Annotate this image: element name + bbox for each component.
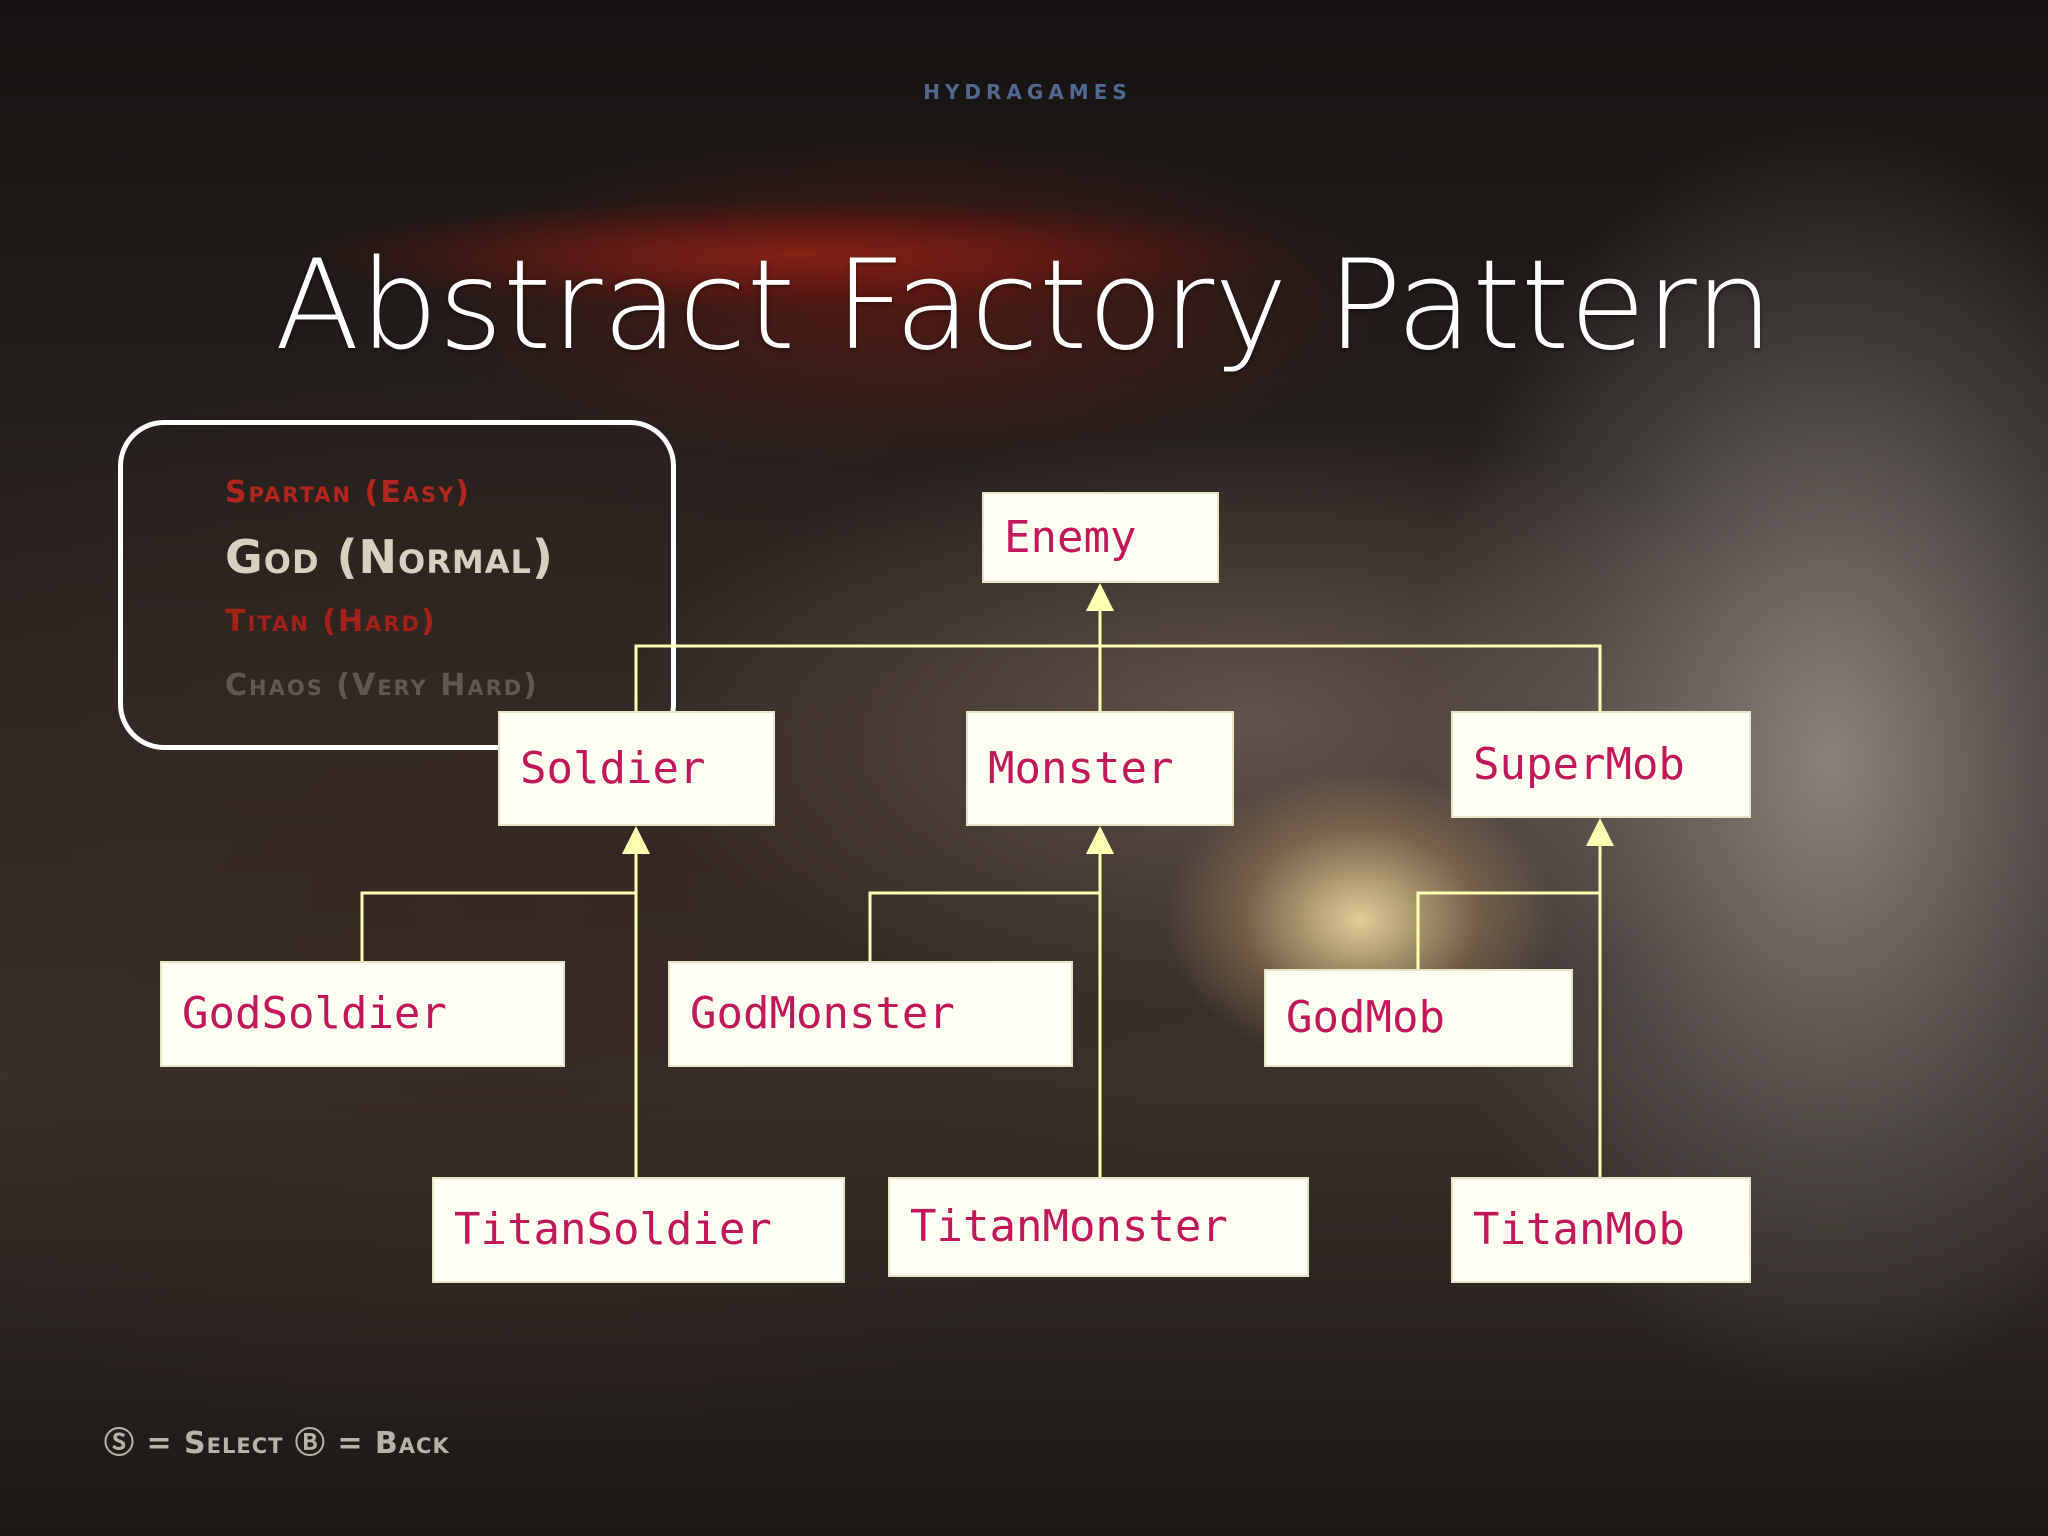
connector-godsoldier-soldier [360, 891, 636, 962]
menu-item-titan[interactable]: Titan (Hard) [225, 604, 437, 639]
class-box-enemy: Enemy [982, 492, 1219, 583]
class-box-soldier: Soldier [498, 711, 775, 826]
class-box-titansoldier: TitanSoldier [432, 1177, 845, 1283]
menu-item-chaos[interactable]: Chaos (Very Hard) [225, 668, 539, 703]
class-box-titanmonster: TitanMonster [888, 1177, 1309, 1277]
connector-godmob-supermob [1416, 891, 1600, 970]
arrowhead-enemy [1086, 583, 1114, 611]
brand-watermark: HYDRAGAMES [923, 80, 1132, 104]
slide-title: Abstract Factory Pattern [274, 234, 1774, 378]
class-box-monster: Monster [966, 711, 1234, 826]
arrowhead-monster [1086, 826, 1114, 854]
arrowhead-soldier [622, 826, 650, 854]
connector-supermob-enemy [1100, 644, 1602, 712]
arrowhead-supermob [1586, 818, 1614, 846]
class-box-titanmob: TitanMob [1451, 1177, 1751, 1283]
class-box-godmonster: GodMonster [668, 961, 1073, 1067]
class-box-godmob: GodMob [1264, 969, 1573, 1067]
class-box-supermob: SuperMob [1451, 711, 1751, 818]
controller-hint: Ⓢ = Select Ⓑ = Back [104, 1426, 450, 1461]
connector-soldier-enemy [634, 598, 1102, 712]
menu-item-spartan[interactable]: Spartan (Easy) [225, 475, 472, 510]
difficulty-menu-highlight [118, 420, 676, 750]
connector-godmonster-monster [868, 891, 1100, 962]
class-box-godsoldier: GodSoldier [160, 961, 565, 1067]
menu-item-god[interactable]: God (Normal) [225, 530, 554, 584]
